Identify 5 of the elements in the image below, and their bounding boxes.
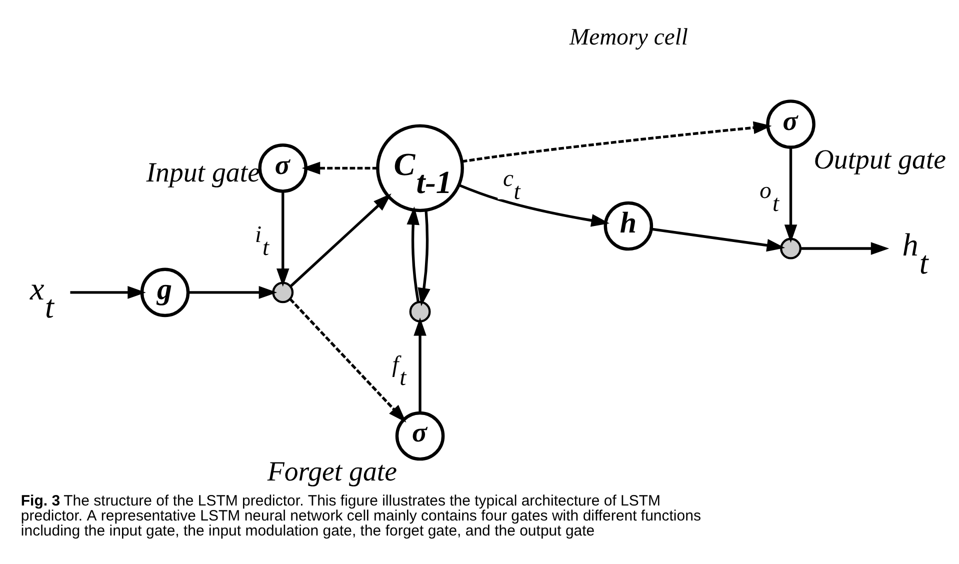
node-label: Output gate: [814, 144, 946, 176]
label: Memory cell: [570, 24, 688, 50]
node-label: Input gate: [146, 157, 260, 188]
caption: Fig. 3 The structure of the LSTM predictor. This figure illustrates the typical architecture of LSTM predictor. A representative LSTM neural network cell mainly contains four gates with different functions including the input gate, the input modulation gate, the forget gate, and the output gate: [20, 492, 701, 540]
node-label: Forget gate: [267, 456, 397, 488]
